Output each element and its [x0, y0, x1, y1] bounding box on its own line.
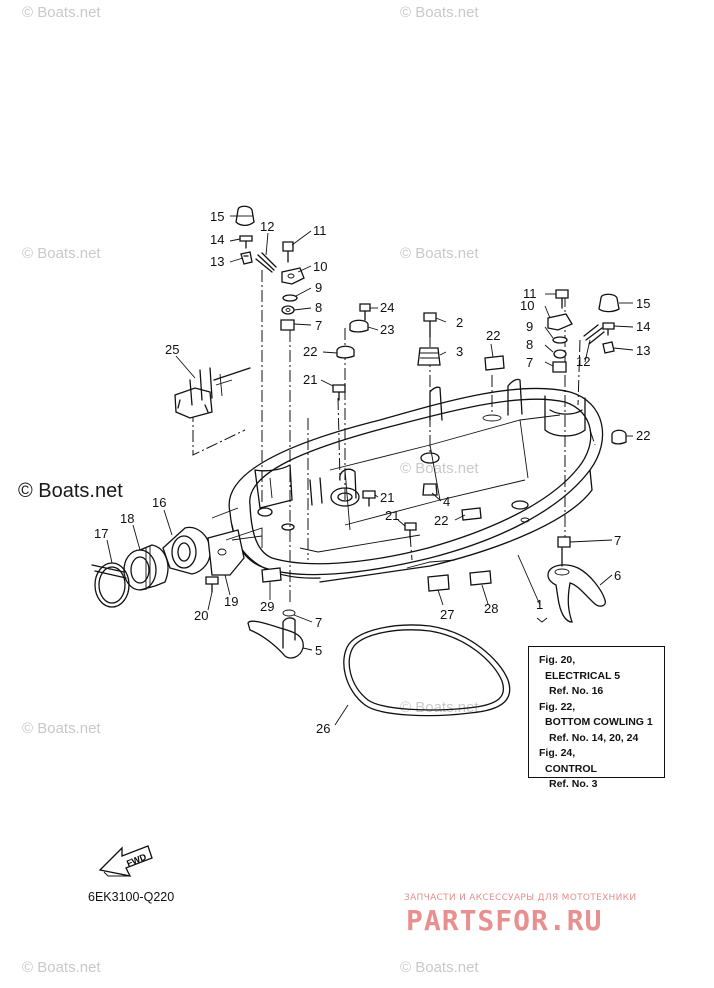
callout-22: 22: [434, 513, 448, 528]
wire-bracket-part-25: [174, 367, 251, 419]
callout-8: 8: [526, 337, 533, 352]
shop-tagline: ЗАПЧАСТИ И АКСЕССУАРЫ ДЛЯ МОТОТЕХНИКИ: [404, 893, 637, 903]
forward-direction-arrow: FWD: [98, 845, 153, 877]
watermark-layer: © Boats.net © Boats.net © Boats.net © Bo…: [18, 4, 479, 976]
callout-12: 12: [576, 354, 590, 369]
callout-7: 7: [315, 318, 322, 333]
callout-7: 7: [315, 615, 322, 630]
callout-8: 8: [315, 300, 322, 315]
callout-21: 21: [380, 490, 394, 505]
watermark-text: © Boats.net: [22, 720, 101, 737]
callout-9: 9: [526, 319, 533, 334]
callout-15: 15: [210, 209, 224, 224]
watermark-text: © Boats.net: [22, 245, 101, 262]
ref-line: Fig. 20,: [539, 654, 576, 666]
watermark-text: © Boats.net: [400, 460, 479, 477]
watermark-text: © Boats.net: [22, 959, 101, 976]
callout-22: 22: [486, 328, 500, 343]
ref-line: Ref. No. 14, 20, 24: [549, 731, 639, 744]
callout-2: 2: [456, 315, 463, 330]
seal-gasket-part-26: [343, 624, 511, 717]
callout-7: 7: [526, 355, 533, 370]
ref-line: Ref. No. 16: [549, 685, 604, 697]
callout-14: 14: [210, 232, 224, 247]
callout-12: 12: [260, 219, 274, 234]
left-hardware-stack: [235, 205, 371, 401]
callout-10: 10: [313, 259, 327, 274]
callout-21: 21: [303, 372, 317, 387]
leader-lines: [106, 215, 634, 726]
callout-5: 5: [315, 643, 322, 658]
callout-labels: 15 14 13 12 11 10 9 8 7 24 23 22 21 25 1…: [94, 209, 650, 736]
right-hardware-stack: [547, 289, 627, 548]
watermark-text-prominent: © Boats.net: [18, 480, 123, 502]
lever-part-6: [547, 547, 606, 623]
callout-25: 25: [165, 342, 179, 357]
callout-15: 15: [636, 296, 650, 311]
callout-14: 14: [636, 319, 650, 334]
callout-24: 24: [380, 300, 394, 315]
callout-11: 11: [523, 286, 537, 301]
center-hardware: [261, 312, 505, 592]
callout-7: 7: [614, 533, 621, 548]
callout-29: 29: [260, 599, 274, 614]
watermark-text: © Boats.net: [22, 4, 101, 21]
callout-11: 11: [313, 223, 327, 238]
callout-17: 17: [94, 526, 108, 541]
ref-line: Fig. 22,: [539, 700, 576, 713]
callout-1: 1: [536, 597, 543, 612]
cross-reference-box: Fig. 20, ELECTRICAL 5 Ref. No. 16 Fig. 2…: [528, 646, 665, 790]
callout-22: 22: [636, 428, 650, 443]
callout-3: 3: [456, 344, 463, 359]
ref-line: Ref. No. 3: [549, 778, 598, 790]
hose-connector-assembly: [91, 507, 263, 608]
callout-23: 23: [380, 322, 394, 337]
callout-18: 18: [120, 511, 134, 526]
callout-20: 20: [194, 608, 208, 623]
diagram-code: 6EK3100-Q220: [88, 890, 175, 904]
ref-line: Fig. 24,: [539, 747, 576, 759]
ref-line: CONTROL: [545, 762, 597, 775]
callout-22: 22: [303, 344, 317, 359]
callout-27: 27: [440, 607, 454, 622]
callout-13: 13: [210, 254, 224, 269]
callout-6: 6: [614, 568, 621, 583]
callout-9: 9: [315, 280, 322, 295]
callout-4: 4: [443, 494, 450, 509]
callout-28: 28: [484, 601, 498, 616]
callout-16: 16: [152, 495, 166, 510]
watermark-text: © Boats.net: [400, 699, 479, 716]
watermark-text: © Boats.net: [400, 245, 479, 262]
ref-line: ELECTRICAL 5: [545, 669, 621, 682]
callout-26: 26: [316, 721, 330, 736]
lever-part-5: [247, 609, 304, 659]
ref-line: BOTTOM COWLING 1: [545, 716, 653, 728]
watermark-text: © Boats.net: [400, 959, 479, 976]
watermark-text: © Boats.net: [400, 4, 479, 21]
callout-19: 19: [224, 594, 238, 609]
bottom-cowling-part-1: [192, 270, 604, 605]
callout-21: 21: [385, 508, 399, 523]
callout-10: 10: [520, 298, 534, 313]
callout-13: 13: [636, 343, 650, 358]
shop-logo[interactable]: PARTSFOR.RU: [406, 904, 603, 937]
